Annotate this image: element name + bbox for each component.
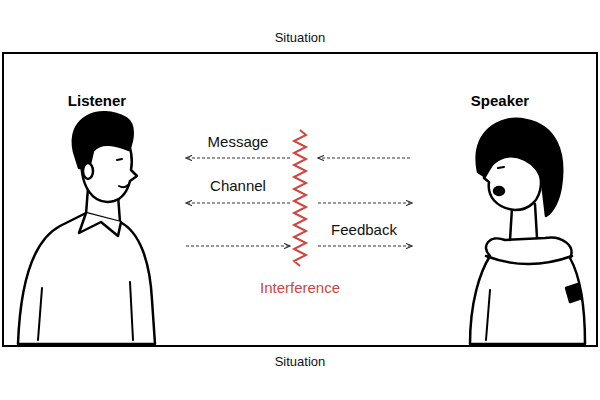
channel-arrow: [318, 203, 412, 204]
listener-figure: [18, 112, 155, 344]
role-label: Speaker: [469, 92, 531, 109]
interference-label: Interference: [258, 279, 342, 296]
element-label: Feedback: [329, 221, 399, 238]
interference-zigzag: [294, 130, 306, 266]
feedback-arrow: [186, 246, 290, 247]
speaker-figure: [470, 119, 585, 344]
message-arrow: [186, 158, 290, 159]
frame-heading: Situation: [275, 354, 326, 369]
message-arrow: [318, 158, 410, 159]
role-label: Listener: [66, 92, 128, 109]
feedback-arrow: [318, 246, 412, 247]
element-label: Message: [206, 133, 271, 150]
channel-arrow: [186, 203, 290, 204]
frame-heading: Situation: [275, 30, 326, 45]
element-label: Channel: [208, 177, 268, 194]
